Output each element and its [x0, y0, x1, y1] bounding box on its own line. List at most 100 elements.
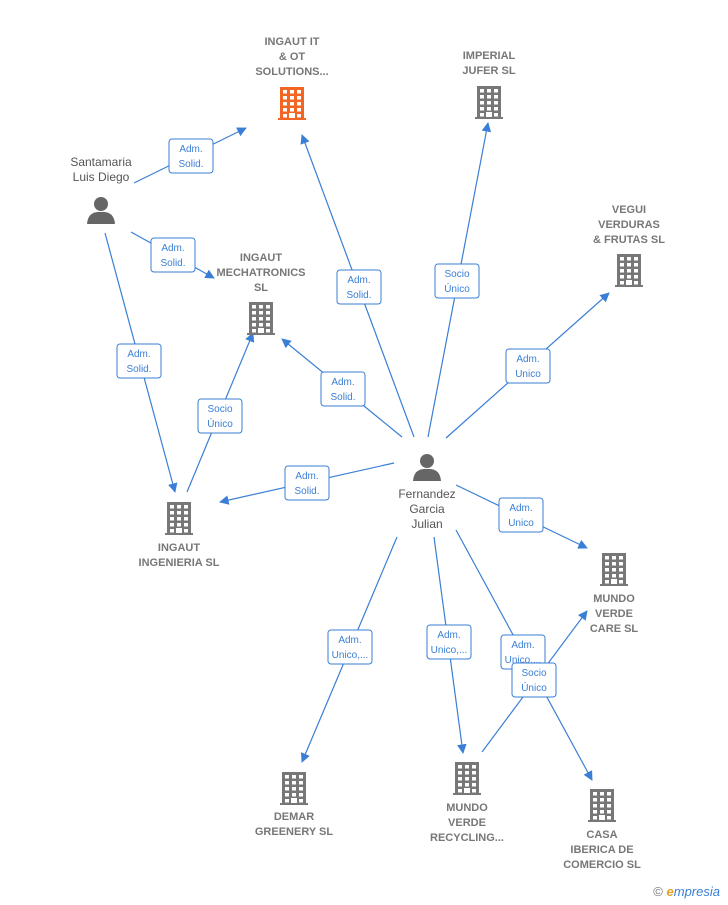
edge-label-box — [505, 348, 551, 384]
node-label-line: RECYCLING... — [430, 832, 504, 844]
edge-label-box — [197, 398, 243, 434]
edge-label-text: Solid. — [178, 159, 203, 170]
node-label-line: SL — [254, 282, 268, 294]
building-icon — [165, 502, 193, 535]
building-icon — [453, 762, 481, 795]
edge-label-box — [426, 624, 472, 660]
person-icon — [413, 454, 441, 481]
edge-label-text: Adm. — [516, 354, 539, 365]
node-label-line: & FRUTAS SL — [593, 234, 665, 246]
edge-label-text: Único — [207, 417, 233, 430]
edge-label-fernandez-to-demar[interactable]: Adm. Unico,... — [327, 629, 373, 665]
building-icon — [615, 254, 643, 287]
edge-label-text: Unico — [515, 369, 541, 380]
node-label-line: CASA — [586, 829, 617, 841]
edge-label-santamaria-to-mechatronics[interactable]: Adm.Solid. — [150, 237, 196, 273]
node-label-line: VEGUI — [612, 204, 646, 216]
node-casa[interactable]: CASA IBERICA DE COMERCIO SL — [563, 789, 641, 871]
edge-label-text: Adm. — [331, 377, 354, 388]
edge-label-text: Unico,... — [431, 645, 468, 656]
edge-label-text: Solid. — [330, 392, 355, 403]
edge-label-box — [336, 269, 382, 305]
edge-label-santamaria-to-ingaut_it[interactable]: Adm. Solid. — [168, 138, 214, 174]
edge-label-text: Unico,... — [332, 650, 369, 661]
edge-label-fernandez-to-ingaut_it[interactable]: Adm. Solid. — [336, 269, 382, 305]
edge-label-box — [434, 263, 480, 299]
edge-label-box — [284, 465, 330, 501]
edge-label-text: Adm. — [511, 640, 534, 651]
edge-labels-layer: Adm.Solid.Adm.Solid.Adm.Solid.SocioÚnico… — [116, 138, 557, 698]
node-label-line: MUNDO — [593, 593, 635, 605]
node-label-line: SOLUTIONS... — [255, 66, 328, 78]
node-label-line: MUNDO — [446, 802, 488, 814]
brand-initial: e — [666, 884, 674, 899]
edge-label-box — [498, 497, 544, 533]
edge-label-fernandez-to-mechatronics[interactable]: Adm. Solid. — [320, 371, 366, 407]
edge-label-box — [327, 629, 373, 665]
edge-label-text: Único — [444, 282, 470, 295]
brand-name: mpresia — [673, 884, 720, 899]
edge-label-text: Adm. — [127, 349, 150, 360]
edge-label-box — [116, 343, 162, 379]
edge-label-text: Solid. — [346, 290, 371, 301]
node-label-line: Luis Diego — [73, 170, 130, 184]
edge-label-text: Adm. — [347, 275, 370, 286]
edge-label-text: Adm. — [509, 503, 532, 514]
edge-label-text: Socio — [521, 668, 546, 679]
node-label-line: DEMAR — [274, 811, 314, 823]
edge-label-text: Solid. — [126, 364, 151, 375]
node-label-line: Santamaria — [70, 155, 132, 169]
node-label-line: VERDE — [595, 608, 633, 620]
building-icon — [588, 789, 616, 822]
empresia-logo[interactable]: © empresia — [653, 884, 720, 899]
node-ingaut_it[interactable]: INGAUT IT& OTSOLUTIONS... — [255, 36, 329, 120]
node-demar[interactable]: DEMAR GREENERY SL — [255, 772, 334, 838]
building-icon — [247, 302, 275, 335]
node-label-line: MECHATRONICS — [216, 267, 305, 279]
edge-label-box — [511, 662, 557, 698]
building-icon — [280, 772, 308, 805]
edge-label-text: Unico,... — [505, 655, 542, 666]
node-label-line: Fernandez — [398, 487, 455, 501]
node-label-line: VERDURAS — [598, 219, 660, 231]
edge-label-text: Solid. — [294, 486, 319, 497]
node-label-line: GREENERY SL — [255, 826, 334, 838]
edge-label-text: Adm. — [179, 144, 202, 155]
node-label-line: Garcia — [409, 502, 445, 516]
person-icon — [87, 197, 115, 224]
edge-label-text: Único — [521, 681, 547, 694]
building-icon — [475, 86, 503, 119]
edge-label-fernandez-to-vegui[interactable]: Adm. Unico — [505, 348, 551, 384]
node-label-line: INGAUT — [240, 252, 282, 264]
node-imperial[interactable]: IMPERIAL JUFER SL — [462, 50, 516, 119]
node-label-line: COMERCIO SL — [563, 859, 641, 871]
node-label-line: IMPERIAL — [463, 50, 516, 62]
edge-label-fernandez-to-ingenieria[interactable]: Adm. Solid. — [284, 465, 330, 501]
copyright-symbol: © — [653, 884, 663, 899]
edge-label-text: Adm. — [338, 635, 361, 646]
node-vegui[interactable]: VEGUI VERDURAS & FRUTAS SL — [593, 204, 665, 287]
node-label-line: INGAUT IT — [265, 36, 320, 48]
node-mv_recycling[interactable]: MUNDO VERDE RECYCLING... — [430, 762, 504, 844]
node-label-line: VERDE — [448, 817, 486, 829]
node-mechatronics[interactable]: INGAUT MECHATRONICS SL — [216, 252, 306, 335]
edge-label-fernandez-to-mv_recycling[interactable]: Adm.Unico,... — [426, 624, 472, 660]
edge-label-text: Socio — [207, 404, 232, 415]
edge-label-box — [168, 138, 214, 174]
edge-label-santamaria-to-ingenieria[interactable]: Adm. Solid. — [116, 343, 162, 379]
building-icon — [278, 87, 306, 120]
edge-label-fernandez-to-mv_care[interactable]: Adm.Unico — [498, 497, 544, 533]
node-label-line: JUFER SL — [462, 65, 515, 77]
node-label-line: IBERICA DE — [570, 844, 633, 856]
edge-label-box — [150, 237, 196, 273]
edge-label-text: Adm. — [295, 471, 318, 482]
